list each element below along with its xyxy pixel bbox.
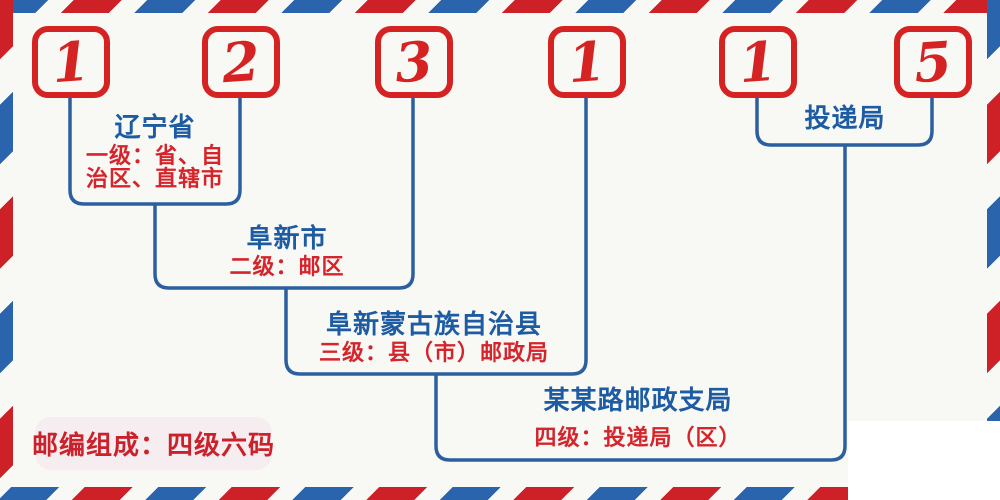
level1-desc-line1: 一级：省、自 [85,143,225,168]
level2-label: 阜新市 二级：邮区 [229,223,344,278]
digit-6: 5 [912,28,954,96]
composition-badge: 邮编组成：四级六码 [32,417,276,470]
delivery-office-label: 投递局 [804,103,885,135]
composition-badge-text: 邮编组成：四级六码 [32,431,276,460]
digit-box-2: 2 [202,26,280,98]
level3-label: 阜新蒙古族自治县 三级：县（市）邮政局 [319,309,549,364]
airmail-stripe-right [987,0,1000,500]
corner-patch [848,421,1000,500]
level4-label: 某某路邮政支局 四级：投递局（区） [534,385,741,449]
level4-desc: 四级：投递局（区） [534,425,742,450]
level3-desc: 三级：县（市）邮政局 [318,340,550,365]
digit-5: 1 [737,28,779,96]
level4-name: 某某路邮政支局 [543,386,733,415]
level1-desc-line2: 治区、直辖市 [85,166,225,191]
level3-name: 阜新蒙古族自治县 [325,310,543,339]
level2-name: 阜新市 [246,224,328,253]
level1-name: 辽宁省 [114,113,196,142]
digit-box-4: 1 [548,26,626,98]
bracket-delivery [755,96,934,147]
level1-label: 辽宁省 一级：省、自 治区、直辖市 [86,112,224,190]
digit-box-5: 1 [719,26,797,98]
level2-desc: 二级：邮区 [229,254,345,279]
digit-2: 2 [220,28,262,96]
digit-box-6: 5 [894,26,972,98]
airmail-stripe-bottom [0,487,1000,500]
airmail-stripe-left [0,0,13,500]
airmail-stripe-top [0,0,1000,13]
delivery-office-name: 投递局 [804,104,886,133]
digit-4: 1 [566,28,608,96]
digit-box-1: 1 [32,26,110,98]
digit-3: 3 [393,28,435,96]
bracket-level4 [434,145,847,462]
digit-box-3: 3 [375,26,453,98]
digit-1: 1 [50,28,92,96]
bracket-level2 [153,96,415,290]
